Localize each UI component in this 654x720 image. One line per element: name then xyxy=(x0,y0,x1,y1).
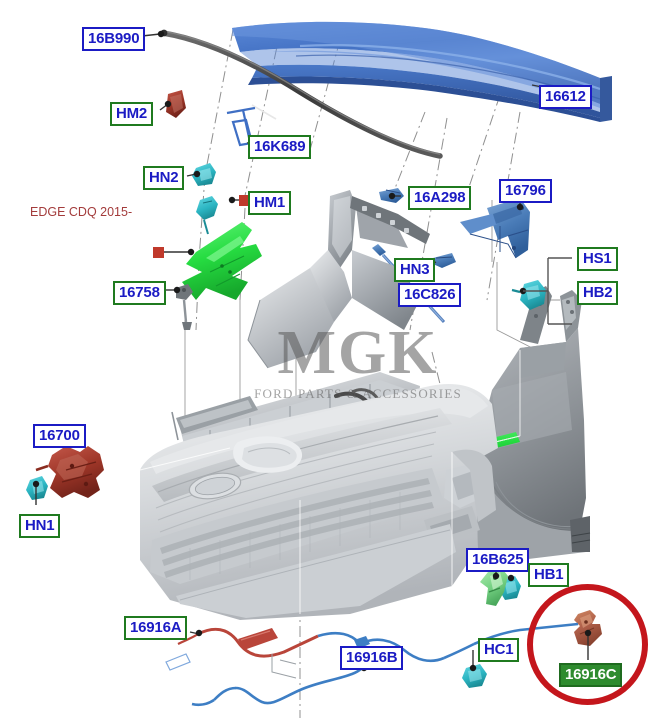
clip-hs1-hb2-art xyxy=(511,280,546,310)
callout-hood-panel[interactable]: 16612 xyxy=(539,85,592,109)
hn3-nut-art xyxy=(433,253,456,268)
hs1-hb2-fork xyxy=(523,257,572,325)
clip-hn1-art xyxy=(26,476,48,500)
callout-fastener-hm1[interactable]: HM1 xyxy=(248,191,292,215)
callout-hood-bumper[interactable]: 16A298 xyxy=(408,186,472,210)
callout-fastener-hc1[interactable]: HC1 xyxy=(478,638,520,662)
hood-hinge-art xyxy=(460,198,530,259)
callout-hood-release-cable-rear[interactable]: 16916B xyxy=(340,646,404,670)
hood-stop-bumper-art xyxy=(176,284,193,330)
front-body-art xyxy=(139,384,498,620)
callout-hood-support-rod[interactable]: 16C826 xyxy=(398,283,462,307)
hood-safety-catch-art xyxy=(480,566,508,606)
callout-fastener-hm2[interactable]: HM2 xyxy=(110,102,154,126)
callout-hood-latch[interactable]: 16700 xyxy=(33,424,86,448)
hood-latch-art xyxy=(35,446,104,498)
callout-fastener-hn2[interactable]: HN2 xyxy=(143,166,185,190)
clip-hn2-art xyxy=(192,163,216,186)
callout-fastener-hb1[interactable]: HB1 xyxy=(528,563,570,587)
fastener-markers xyxy=(153,195,250,258)
callout-fastener-hn3[interactable]: HN3 xyxy=(394,258,436,282)
callout-hood-prop-rod[interactable]: 16K689 xyxy=(248,135,312,159)
callout-fastener-hs1[interactable]: HS1 xyxy=(577,247,618,271)
callout-hood-weatherstrip[interactable]: 16B990 xyxy=(82,27,146,51)
callout-fastener-hb2[interactable]: HB2 xyxy=(577,281,619,305)
clip-hc1-art xyxy=(462,664,487,688)
callout-hood-hinge[interactable]: 16796 xyxy=(499,179,552,203)
fastener-hm2-art xyxy=(166,90,186,118)
emphasis-circle xyxy=(527,584,648,705)
hood-panel-art xyxy=(232,21,612,122)
callout-fastener-hn1[interactable]: HN1 xyxy=(19,514,61,538)
callout-hood-release-cable-front[interactable]: 16916A xyxy=(124,616,188,640)
callout-hood-safety-catch[interactable]: 16B625 xyxy=(466,548,530,572)
clip-hm1-art xyxy=(196,196,218,235)
release-cable-front-art xyxy=(177,627,362,658)
model-note: EDGE CDQ 2015- xyxy=(30,205,133,219)
callout-hood-stop-bumper[interactable]: 16758 xyxy=(113,281,166,305)
green-bracket-art xyxy=(182,222,262,300)
